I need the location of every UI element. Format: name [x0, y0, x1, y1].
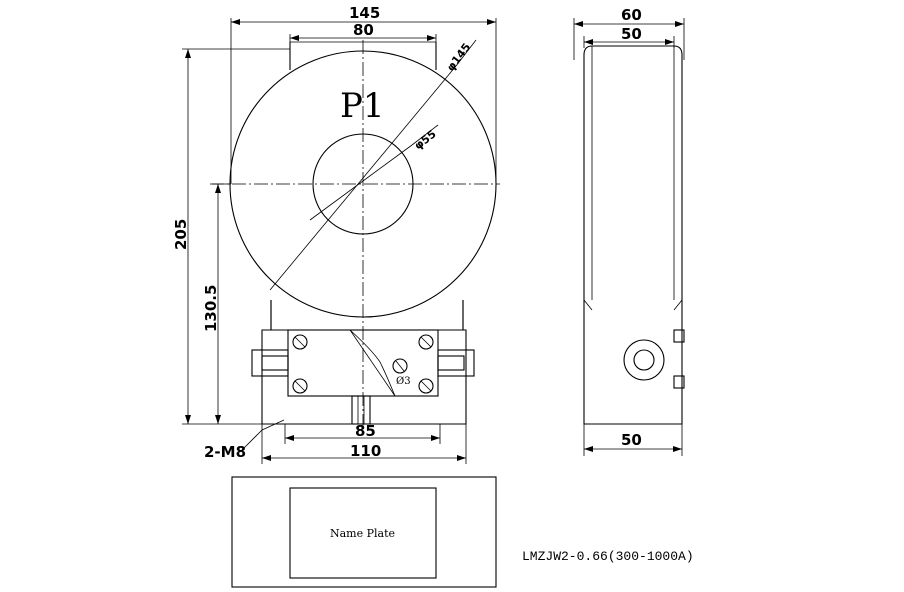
- left-stud: [251, 349, 289, 377]
- dim-phi55: φ55: [412, 127, 439, 152]
- screw-center: [392, 358, 408, 374]
- dim-50-bottom: 50: [621, 431, 642, 449]
- side-stud-bottom: [673, 375, 685, 389]
- screw-top-left: [292, 334, 308, 350]
- right-stud: [437, 349, 475, 377]
- dim-130-5: 130.5: [202, 285, 220, 332]
- name-plate: [289, 487, 437, 579]
- plate-frame: [231, 476, 497, 588]
- dim-145: 145: [349, 4, 380, 22]
- dim-50-top: 50: [621, 25, 642, 43]
- name-plate-view: Name Plate: [231, 476, 497, 588]
- dim-phi145: φ145: [444, 41, 473, 74]
- side-stud-top: [673, 329, 685, 343]
- bottom-lug: [351, 395, 371, 425]
- model-designation: LMZJW2-0.66(300-1000A): [522, 549, 694, 564]
- side-view: 60 50 50: [573, 6, 685, 456]
- front-view: P1 145 80 φ145 φ55 205 130.5 85 110 2-M8…: [172, 4, 500, 464]
- dim-205: 205: [172, 219, 190, 250]
- front-body-outline: [270, 42, 464, 330]
- dim-85: 85: [355, 422, 376, 440]
- screw-top-right: [418, 334, 434, 350]
- dim-60: 60: [621, 6, 642, 24]
- side-boss: [623, 339, 665, 381]
- thread-spec-2m8: 2-M8: [204, 443, 246, 461]
- name-plate-label: Name Plate: [330, 527, 395, 540]
- dim-110: 110: [350, 442, 381, 460]
- screw-size-label: Ø3: [396, 376, 411, 387]
- dim-80: 80: [353, 21, 374, 39]
- front-view-title: P1: [340, 86, 385, 126]
- screw-bottom-left: [292, 378, 308, 394]
- side-body-outline: [583, 45, 683, 425]
- screw-bottom-right: [418, 378, 434, 394]
